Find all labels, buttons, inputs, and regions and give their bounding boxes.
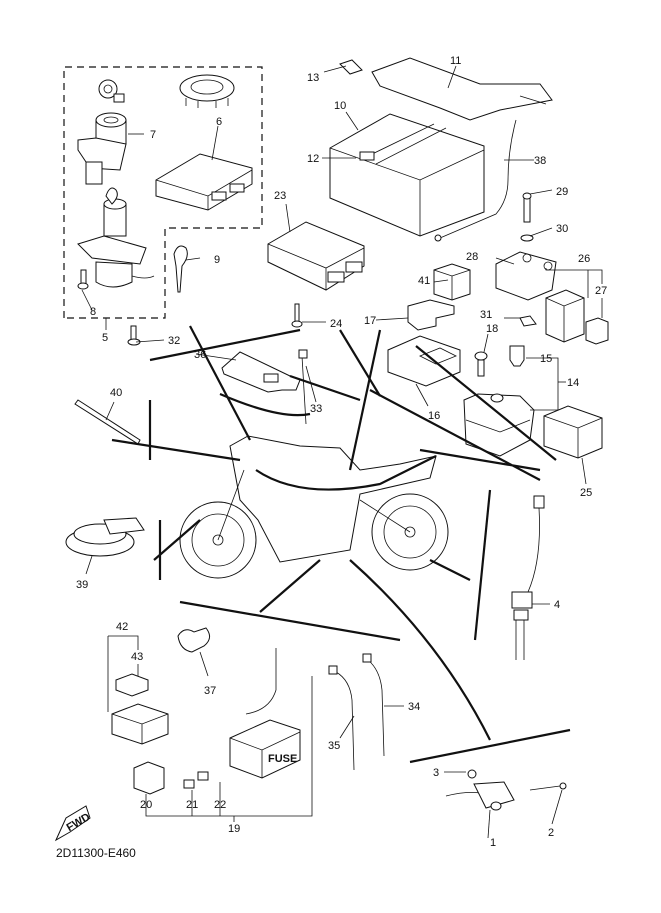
band-33-part — [301, 355, 307, 425]
callout-38: 38 — [534, 155, 546, 167]
callout-2: 2 — [548, 827, 554, 839]
bolt-32-part — [127, 325, 141, 346]
bolt-8-part — [77, 269, 89, 290]
key-part — [173, 245, 188, 293]
callout-18: 18 — [486, 323, 498, 335]
callout-43: 43 — [131, 651, 143, 663]
battery-part — [329, 113, 485, 237]
callout-36: 36 — [194, 349, 206, 361]
band-40-part — [74, 399, 141, 445]
relay-41-part — [433, 263, 471, 301]
callout-24: 24 — [330, 318, 342, 330]
battery-cover-part — [371, 57, 553, 121]
fuse-box-part: FUSE — [229, 648, 301, 779]
fuse-holder-20-part — [133, 761, 165, 795]
starter-relay-part — [463, 393, 535, 457]
callout-7: 7 — [150, 129, 156, 141]
switch-4-part — [511, 495, 545, 660]
callout-4: 4 — [554, 599, 560, 611]
main-switch-part — [77, 112, 127, 185]
fwd-arrow: FWD — [54, 805, 93, 842]
callout-28: 28 — [466, 251, 478, 263]
coupler-42-part — [111, 703, 169, 745]
callout-17: 17 — [364, 315, 376, 327]
motorcycle-illustration — [179, 435, 449, 579]
callout-6: 6 — [216, 116, 222, 128]
bolt-18-part — [474, 351, 488, 377]
clip-13-part — [339, 59, 363, 75]
callout-30: 30 — [556, 223, 568, 235]
callout-22: 22 — [214, 799, 226, 811]
callout-20: 20 — [140, 799, 152, 811]
callout-32: 32 — [168, 335, 180, 347]
lead-terminal — [434, 234, 442, 242]
callout-12: 12 — [307, 153, 319, 165]
callout-27: 27 — [595, 285, 607, 297]
bolt-29-part — [522, 192, 532, 223]
callout-40: 40 — [110, 387, 122, 399]
fwd-text: FWD — [65, 811, 93, 834]
callout-39: 39 — [76, 579, 88, 591]
callout-14: 14 — [567, 377, 579, 389]
cap-ring-part — [179, 74, 235, 108]
callout-25: 25 — [580, 487, 592, 499]
callout-34: 34 — [408, 701, 420, 713]
callout-16: 16 — [428, 410, 440, 422]
rectifier-regulator-part — [495, 251, 557, 301]
fuse-15-part — [509, 345, 525, 367]
callout-5: 5 — [102, 332, 108, 344]
relay-25-part — [543, 405, 603, 459]
control-unit-part — [155, 153, 253, 211]
callout-3: 3 — [433, 767, 439, 779]
callout-26: 26 — [578, 253, 590, 265]
horn-part — [65, 517, 145, 557]
cap-43-part — [115, 673, 149, 697]
holder-17-part — [407, 299, 455, 331]
lead-38-part — [439, 119, 517, 239]
band-33-head — [298, 349, 308, 359]
callout-35: 35 — [328, 740, 340, 752]
cap-27-part — [585, 317, 609, 345]
cover-16-part — [387, 335, 461, 387]
ecu-part — [267, 221, 365, 291]
band-34-part — [367, 659, 385, 757]
washer-30-part — [520, 234, 534, 242]
band-35-part — [335, 671, 355, 771]
sensor-bracket-part — [445, 769, 567, 811]
callout-11: 11 — [450, 55, 461, 67]
label-36-part — [221, 351, 301, 393]
callout-29: 29 — [556, 186, 568, 198]
callout-labels: 1 2 3 4 5 6 7 8 9 10 11 12 13 14 15 16 1… — [76, 55, 607, 849]
callout-19: 19 — [228, 823, 240, 835]
fuse-box-text: FUSE — [268, 753, 297, 765]
leader-lines — [81, 65, 603, 839]
callout-9: 9 — [214, 254, 220, 266]
band-34-head — [362, 653, 372, 663]
callout-10: 10 — [334, 100, 346, 112]
pointer-lines — [111, 325, 571, 764]
callout-31: 31 — [480, 309, 492, 321]
ignition-switch-part — [77, 187, 155, 288]
bolt-24-part — [291, 303, 303, 328]
fuse-22-part — [197, 771, 209, 781]
lock-cylinder-part — [98, 79, 125, 103]
callout-23: 23 — [274, 190, 286, 202]
callout-42: 42 — [116, 621, 128, 633]
callout-15: 15 — [540, 353, 552, 365]
drawing-code: 2D11300-E460 — [56, 846, 136, 860]
clamp-37-part — [177, 627, 210, 653]
callout-13: 13 — [307, 72, 319, 84]
callout-37: 37 — [204, 685, 216, 697]
callout-33: 33 — [310, 403, 322, 415]
callout-8: 8 — [90, 306, 96, 318]
main-switch-group-box — [63, 66, 263, 319]
clip-31-part — [519, 315, 537, 327]
callout-1: 1 — [490, 837, 496, 849]
callout-41: 41 — [418, 275, 430, 287]
fuse-21-part — [183, 779, 195, 789]
relay-assy-part — [545, 289, 585, 343]
band-35-head — [328, 665, 338, 675]
callout-21: 21 — [186, 799, 198, 811]
